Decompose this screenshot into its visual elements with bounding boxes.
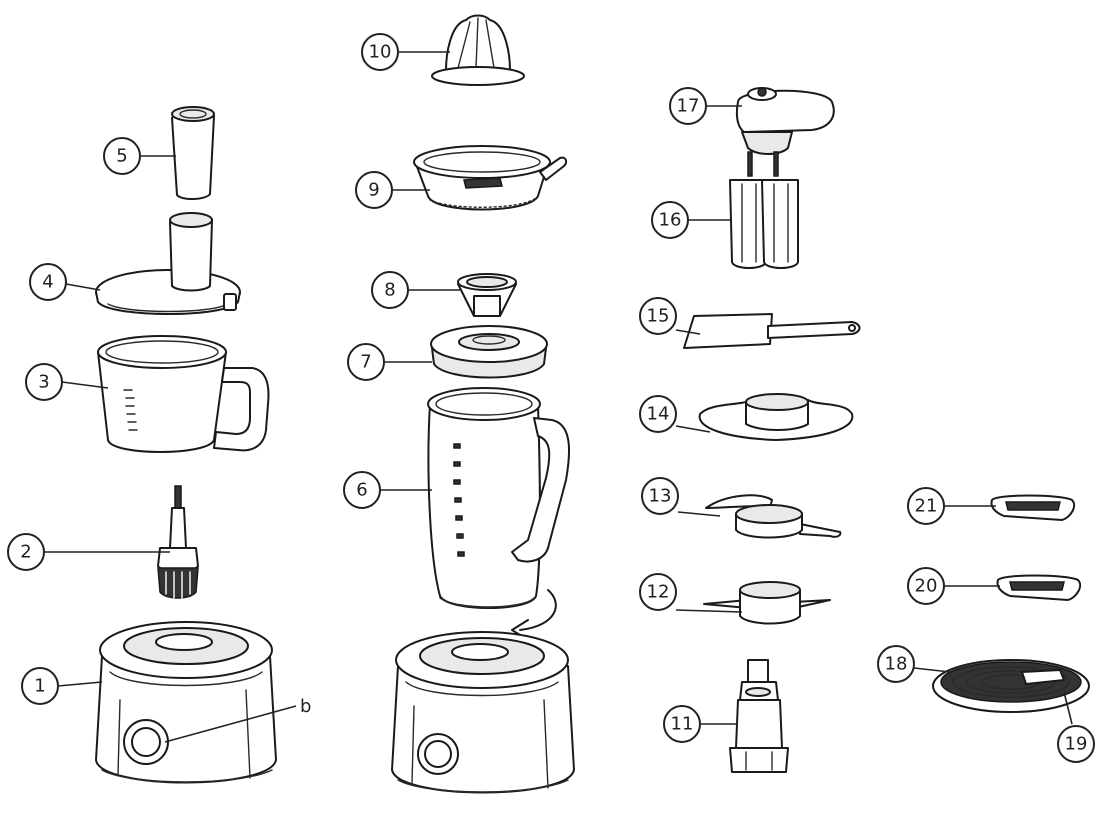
callout-12: 12 [639, 573, 677, 611]
part-9-juicer-sieve [413, 145, 568, 211]
callout-1-label: 1 [34, 676, 45, 697]
part-2-blade-shaft [157, 485, 199, 599]
callout-6-label: 6 [356, 480, 367, 501]
callout-13: 13 [641, 477, 679, 515]
part-6-blender-jug [427, 387, 571, 609]
callout-5: 5 [103, 137, 141, 175]
callout-21: 21 [907, 487, 945, 525]
callout-2: 2 [7, 533, 45, 571]
callout-3-label: 3 [38, 372, 49, 393]
callout-2-label: 2 [20, 542, 31, 563]
callout-12-label: 12 [647, 582, 670, 603]
callout-19: 19 [1057, 725, 1095, 763]
callout-10-label: 10 [369, 42, 392, 63]
callout-19-label: 19 [1065, 734, 1088, 755]
callout-11-label: 11 [671, 714, 694, 735]
callout-3: 3 [25, 363, 63, 401]
callout-20-label: 20 [915, 576, 938, 597]
callout-18-label: 18 [885, 654, 908, 675]
leader-lines [44, 51, 1073, 743]
callout-7-label: 7 [360, 352, 371, 373]
callout-16: 16 [651, 201, 689, 239]
callout-17: 17 [669, 87, 707, 125]
part-7-blender-lid [430, 325, 548, 379]
callouts: 5 4 3 2 1 10 9 8 7 6 17 16 15 14 13 12 1… [7, 33, 1095, 763]
callout-16-label: 16 [659, 210, 682, 231]
callout-18: 18 [877, 645, 915, 683]
callout-13-label: 13 [649, 486, 672, 507]
callout-15-label: 15 [647, 306, 670, 327]
callout-7: 7 [347, 343, 385, 381]
part-20-insert [996, 574, 1082, 601]
part-3-work-bowl [97, 335, 270, 453]
part-4-lid-with-feed-tube [95, 212, 241, 315]
callout-4: 4 [29, 263, 67, 301]
callout-20: 20 [907, 567, 945, 605]
callout-6: 6 [343, 471, 381, 509]
part-5-food-pusher [171, 106, 215, 200]
part-17-mixer-head [735, 87, 835, 155]
part-21-insert [990, 494, 1076, 521]
callout-17-label: 17 [677, 96, 700, 117]
callout-14: 14 [639, 395, 677, 433]
callout-21-label: 21 [915, 496, 938, 517]
part-10-citrus-reamer [431, 14, 525, 86]
callout-14-label: 14 [647, 404, 670, 425]
callout-11: 11 [663, 705, 701, 743]
part-1-motor-base [95, 621, 277, 784]
part-8-measuring-cap [457, 273, 517, 317]
callout-8: 8 [371, 271, 409, 309]
part-15-spatula [683, 313, 861, 349]
callout-9-label: 9 [368, 180, 379, 201]
motor-base-with-jug [391, 631, 575, 794]
part-18-cutting-disc [932, 659, 1090, 713]
callout-15: 15 [639, 297, 677, 335]
part-13-chopping-blade [705, 494, 842, 539]
part-11-disc-shaft [729, 659, 789, 773]
callout-10: 10 [361, 33, 399, 71]
callout-5-label: 5 [116, 146, 127, 167]
callout-4-label: 4 [42, 272, 53, 293]
part-14-emulsifying-disc [698, 393, 854, 441]
part-16-beaters [729, 151, 799, 269]
callout-9: 9 [355, 171, 393, 209]
letter-b-label: b [300, 696, 311, 717]
part-12-dough-blade [703, 581, 831, 625]
callout-1: 1 [21, 667, 59, 705]
callout-8-label: 8 [384, 280, 395, 301]
